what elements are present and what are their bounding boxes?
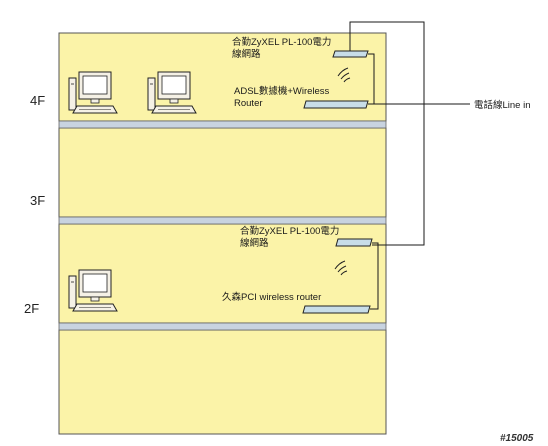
plc-4f-label-line2: 線網路 [232,48,261,60]
pci-router-label: 久森PCI wireless router [222,291,321,303]
slab-3-2 [58,216,387,225]
floor-label-3f: 3F [30,193,45,208]
phone-line-label: 電話線Line in [474,99,531,111]
wires [349,21,470,310]
plc-adapter-4f-icon [332,50,369,58]
powerline-link [349,21,425,246]
plc-adapter-2f-icon [335,238,373,247]
floor-label-4f: 4F [30,93,45,108]
computer-icon [147,71,197,114]
plc-4f-label-line1: 合勤ZyXEL PL-100電力 [232,36,331,48]
floor-label-2f: 2F [24,301,39,316]
floor-1-area [58,329,387,435]
pci-router-icon [302,305,371,314]
watermark-text: #15005 [500,433,534,444]
building [58,32,387,435]
plc-to-router-cable-2f [370,242,379,310]
adsl-label-line1: ADSL數據機+Wireless [234,85,330,97]
floor-3-area [58,127,387,218]
computer-icon [68,71,118,114]
plc-2f-label-line1: 合勤ZyXEL PL-100電力 [240,225,339,237]
slab-4-3 [58,120,387,129]
slab-2-1 [58,322,387,331]
adsl-router-icon [303,100,369,109]
adsl-label-line2: Router [234,98,263,109]
plc-2f-label-line2: 線網路 [240,237,269,249]
computer-icon [68,269,118,312]
